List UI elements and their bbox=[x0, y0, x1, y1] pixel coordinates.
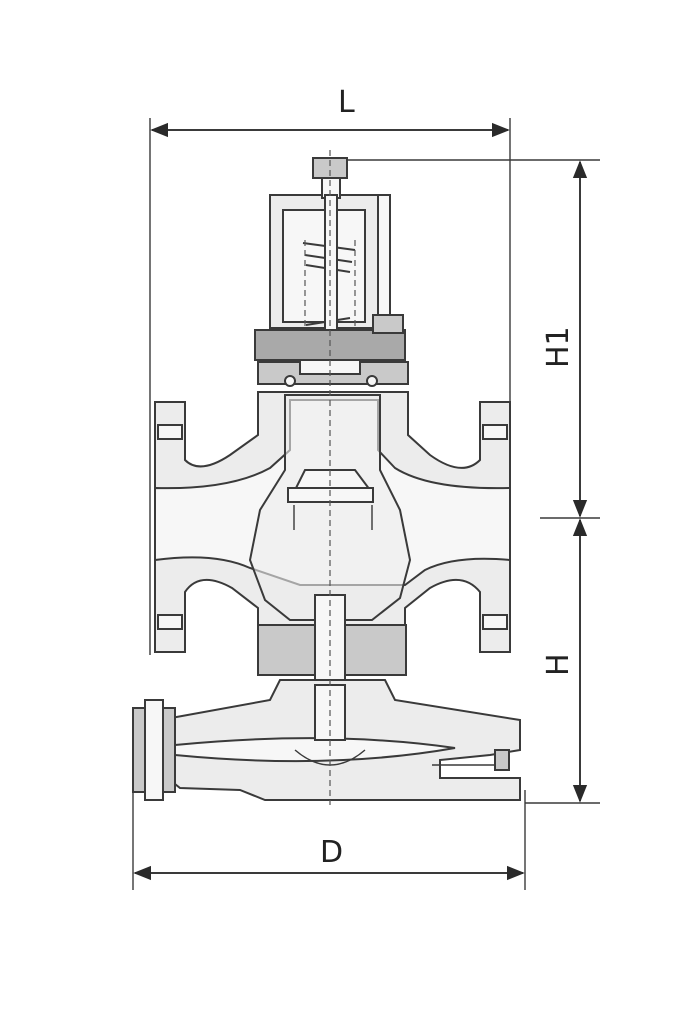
label-d: D bbox=[320, 835, 343, 870]
valve-body bbox=[154, 391, 511, 686]
dimension-l bbox=[149, 118, 511, 655]
label-h: H bbox=[541, 653, 576, 676]
dimension-d bbox=[132, 790, 526, 890]
label-l: L bbox=[338, 85, 355, 120]
dimension-h1 bbox=[345, 159, 600, 519]
label-h1: H1 bbox=[541, 326, 576, 368]
dimension-h bbox=[525, 518, 600, 804]
lower-actuator bbox=[132, 679, 521, 801]
spring-housing bbox=[269, 157, 391, 371]
